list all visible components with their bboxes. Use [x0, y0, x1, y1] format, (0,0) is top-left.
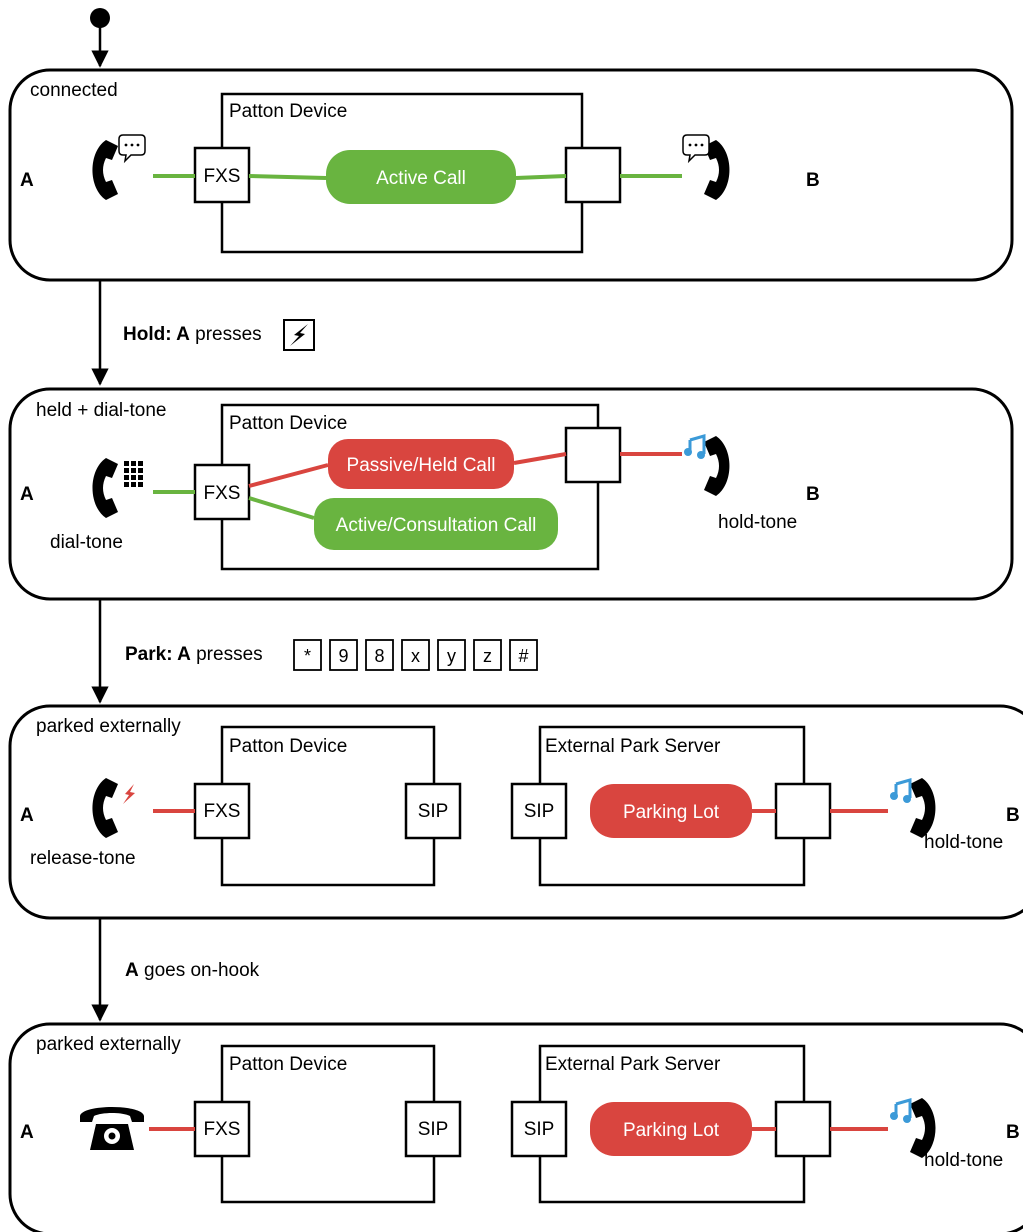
- consultation-call-pill: [314, 498, 558, 550]
- keycap: 9: [329, 639, 358, 671]
- fxs-port: [193, 1100, 251, 1158]
- fxs-port-label: FXS: [204, 483, 241, 504]
- device-right-port: [564, 426, 622, 484]
- state-parked-externally-release: parked externally A B release-tone hold-…: [8, 704, 1023, 920]
- held-call-line: [248, 463, 329, 488]
- sip-port-label: SIP: [418, 801, 449, 822]
- release-tone-label: release-tone: [30, 848, 136, 869]
- server-sip-port: [510, 782, 568, 840]
- device-title: Patton Device: [229, 1054, 347, 1075]
- server-title: External Park Server: [545, 1054, 721, 1075]
- device-title: Patton Device: [229, 736, 347, 757]
- fxs-port: [193, 782, 251, 840]
- keycap-label: *: [304, 646, 311, 666]
- call-line: [248, 174, 327, 180]
- server-sip-port-label: SIP: [524, 1119, 555, 1140]
- party-b-label: B: [1006, 805, 1020, 826]
- sip-port: [404, 1100, 462, 1158]
- fxs-port-label: FXS: [204, 801, 241, 822]
- hold-tone-label: hold-tone: [924, 832, 1003, 853]
- phone-release-icon: [92, 778, 135, 838]
- state-box: [8, 387, 1014, 601]
- device-right-port: [564, 146, 622, 204]
- party-b-label: B: [1006, 1122, 1020, 1143]
- call-line: [515, 174, 567, 180]
- held-call-pill: [328, 439, 514, 489]
- held-call-label: Passive/Held Call: [347, 455, 496, 476]
- party-b-label: B: [806, 484, 820, 505]
- active-call-line: [248, 496, 315, 520]
- keycap-label: y: [447, 646, 456, 666]
- party-a-label: A: [20, 805, 34, 826]
- active-call-pill: [326, 150, 516, 204]
- state-connected: connected A B Patton Device FXS Active C…: [8, 68, 1014, 282]
- held-call-line: [513, 452, 567, 465]
- parking-lot-pill: [590, 784, 752, 838]
- device-title: Patton Device: [229, 413, 347, 434]
- hold-tone-label: hold-tone: [924, 1150, 1003, 1171]
- transition-onhook-label: A goes on-hook: [125, 960, 260, 981]
- hold-tone-label: hold-tone: [718, 512, 797, 533]
- keycap: #: [509, 639, 538, 671]
- transition-park-label: Park: A presses: [125, 644, 263, 665]
- party-a-label: A: [20, 484, 34, 505]
- state-held-dial-tone: held + dial-tone A B dial-tone hold-tone…: [8, 387, 1014, 601]
- server-sip-port-label: SIP: [524, 801, 555, 822]
- consultation-call-label: Active/Consultation Call: [336, 515, 537, 536]
- active-call-label: Active Call: [376, 168, 466, 189]
- keycap: z: [473, 639, 502, 671]
- parking-lot-pill: [590, 1102, 752, 1156]
- phone-onhook-icon: [80, 1107, 144, 1150]
- keycap: 8: [365, 639, 394, 671]
- state-name: connected: [30, 80, 118, 101]
- keycap-label: 9: [338, 646, 348, 666]
- server-right-port: [774, 782, 832, 840]
- phone-keypad-icon: [92, 458, 143, 518]
- sip-port: [404, 782, 462, 840]
- keycap-label: z: [483, 646, 492, 666]
- parking-lot-label: Parking Lot: [623, 802, 720, 823]
- keycap-label: 8: [374, 646, 384, 666]
- server-sip-port: [510, 1100, 568, 1158]
- sip-port-label: SIP: [418, 1119, 449, 1140]
- keycap: y: [437, 639, 466, 671]
- state-name: held + dial-tone: [36, 400, 166, 421]
- dial-tone-label: dial-tone: [50, 532, 123, 553]
- keycap: x: [401, 639, 430, 671]
- state-parked-externally-onhook: parked externally A B hold-tone Patton D…: [8, 1022, 1023, 1232]
- party-a-label: A: [20, 1122, 34, 1143]
- fxs-port-label: FXS: [204, 1119, 241, 1140]
- parking-lot-label: Parking Lot: [623, 1120, 720, 1141]
- keycap: *: [293, 639, 322, 671]
- device-title: Patton Device: [229, 101, 347, 122]
- state-name: parked externally: [36, 1034, 181, 1055]
- server-right-port: [774, 1100, 832, 1158]
- fxs-port-label: FXS: [204, 166, 241, 187]
- transition-hold-label: Hold: A presses: [123, 324, 262, 345]
- flash-icon: [283, 319, 315, 351]
- initial-state-dot: [90, 8, 110, 28]
- party-a-label: A: [20, 170, 34, 191]
- keycap-label: x: [411, 646, 420, 666]
- keycap-label: #: [518, 646, 528, 666]
- state-name: parked externally: [36, 716, 181, 737]
- party-b-label: B: [806, 170, 820, 191]
- server-title: External Park Server: [545, 736, 721, 757]
- park-key-sequence: * 9 8 x y z #: [293, 639, 538, 671]
